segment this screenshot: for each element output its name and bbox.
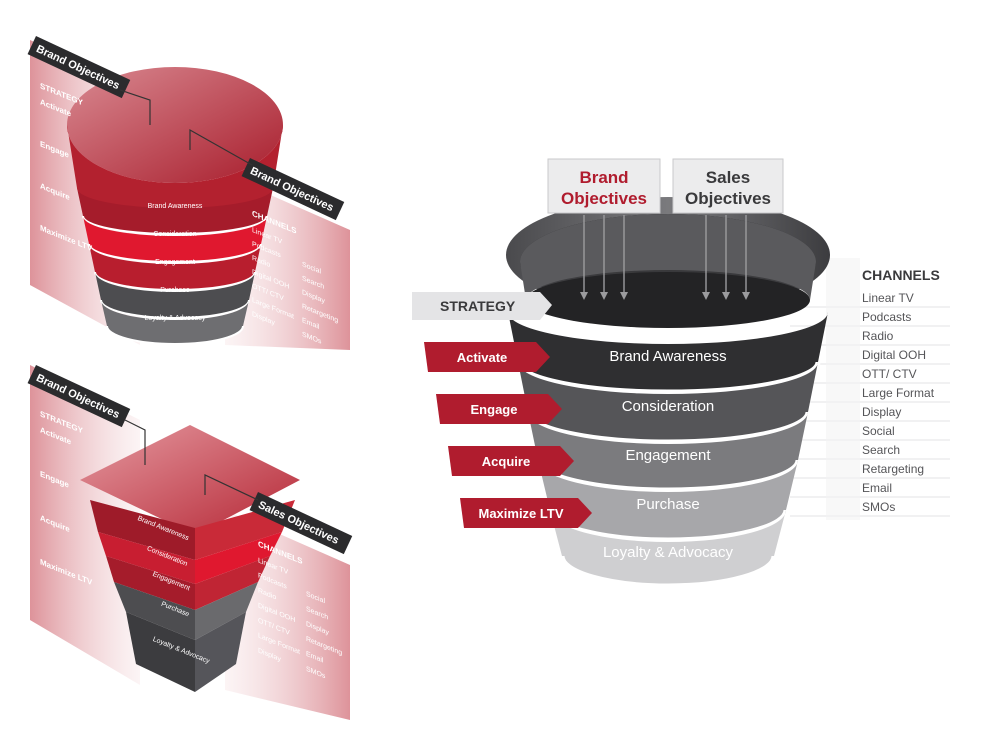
funnel-band-left [98,532,195,584]
funnel-band [95,272,255,318]
stage-label: Purchase [160,287,190,294]
funnel-top-face [80,425,300,535]
band-separator [82,215,268,235]
brand-objectives-box: Brand Objectives [547,158,661,214]
strategy-tag-label: Engage [471,402,518,417]
channel-item: Social [862,424,895,438]
channel-item: Email [862,481,892,495]
band-separator [515,361,821,395]
strategy-label: STRATEGY [440,298,516,314]
strategy-tag-label: Activate [457,350,508,365]
arrow-head [742,292,750,300]
channel-item: Display [862,405,901,419]
funnel-band [550,510,786,586]
stage-label: Loyalty & Advocacy [603,544,734,561]
funnel-band-left [106,556,195,610]
funnel-band [101,300,249,344]
funnel-inner-floor [526,272,810,328]
funnel-band [89,244,261,290]
funnel-band [538,460,798,540]
strategy-tag-label: Acquire [482,454,530,469]
funnel-band [83,216,267,262]
band-separator [559,555,777,589]
sales-objectives-line2: Objectives [685,189,771,208]
connector-line [189,128,253,166]
strategy-tag [424,342,550,372]
channel-item: OTT/ CTV [862,367,917,381]
stage-label: Brand Awareness [148,203,203,210]
funnel-bottom-left: Brand AwarenessConsiderationEngagementPu… [27,365,353,720]
channel-item: Search [862,443,900,457]
funnel-inner-back [520,214,816,300]
arrow-head [580,292,588,300]
band-separator [88,243,262,263]
brand-objectives-line2: Objectives [561,189,647,208]
funnel-band-left [126,612,195,692]
channel-item: Podcasts [862,310,911,324]
connector-line [119,89,151,125]
funnel-main: Brand AwarenessConsiderationEngagementPu… [412,158,950,589]
channel-item: Digital OOH [862,348,926,362]
funnel-band [518,362,818,442]
funnel-band-right [195,612,246,692]
sales-objectives-box: Sales Objectives [672,158,784,214]
sales-objectives-line1: Sales [706,168,750,187]
funnel-top-left: Brand AwarenessConsiderationEngagementPu… [27,36,350,350]
strategy-tag [460,498,592,528]
stage-label: Consideration [622,398,715,415]
strategy-panel [30,365,140,685]
funnel-bands: Brand AwarenessConsiderationEngagementPu… [508,312,828,589]
channels-title: CHANNELS [862,267,940,283]
band-separator [94,271,256,291]
channel-item: Retargeting [862,462,924,476]
channel-item: Radio [862,329,894,343]
strategy-header: STRATEGY [412,292,552,320]
channel-item: SMOs [862,500,895,514]
stage-label: Engagement [625,447,711,464]
stage-label: Consideration [153,231,196,238]
channel-panel-shade [826,258,860,520]
strategy-tag [448,446,574,476]
stage-label: Loyalty & Advocacy [145,315,206,322]
funnel-bands: Brand AwarenessConsiderationEngagementPu… [90,500,295,692]
strategy-tag [436,394,562,424]
connector-line [204,474,259,501]
arrow-head [702,292,710,300]
funnel-band [77,188,273,234]
funnel-band-right [195,556,270,610]
funnel-band-right [195,532,282,584]
band-separator [100,299,250,319]
band-separator [106,325,244,345]
stage-label: Engagement [155,259,195,266]
funnel-band-left [114,582,195,640]
stage-label: Purchase [636,496,699,513]
funnel-band-right [195,582,258,640]
stage-label: Brand Awareness [609,348,726,365]
connector-line [124,419,146,465]
funnel-shell [67,125,283,210]
channel-item: Large Format [862,386,935,400]
band-separator [525,411,811,445]
channel-item: Linear TV [862,291,914,305]
arrow-head [620,292,628,300]
objective-arrows [580,215,750,300]
channel-divider-lines [790,258,950,520]
funnel-bands: Brand AwarenessConsiderationEngagementPu… [67,125,283,345]
arrow-head [600,292,608,300]
brand-objectives-line1: Brand [579,168,628,187]
funnel-band [508,312,828,392]
funnel-band [528,412,808,490]
strategy-tag-label: Maximize LTV [478,506,563,521]
funnel-band-left [90,500,195,560]
arrow-head [722,292,730,300]
